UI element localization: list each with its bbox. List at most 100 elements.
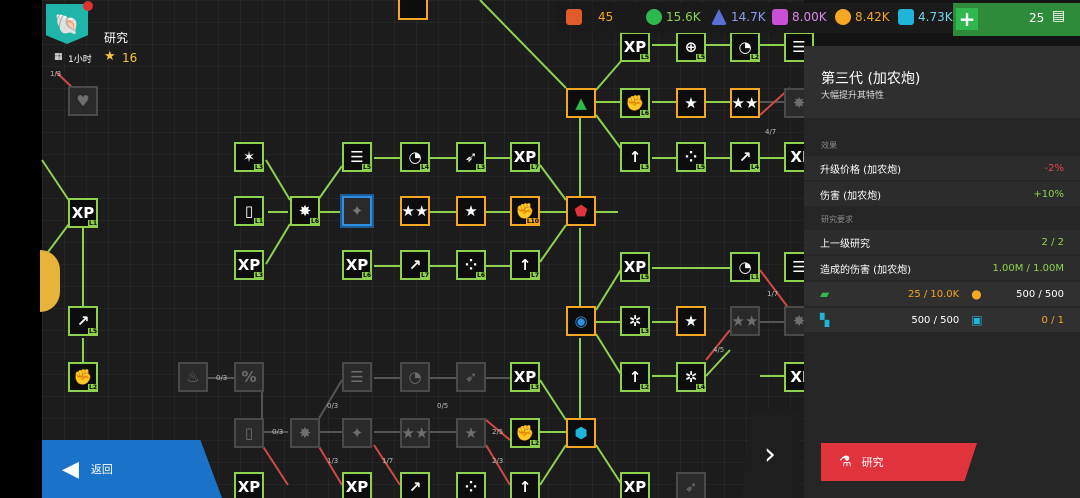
research-node-third-generation[interactable]: ✦ [342,196,372,226]
progress-label: 1/7 [767,290,779,298]
star-icon: ★ [104,49,116,64]
research-node-pierce[interactable]: ➶L3 [456,142,486,172]
progress-label: 0/3 [327,402,339,410]
research-node-network-2[interactable]: ⁘L5 [676,142,706,172]
research-node-splash-4[interactable]: ✸ [290,418,320,448]
research-node-star-2[interactable]: ★ [676,88,706,118]
research-node-arrow-up[interactable]: ↑L7 [510,250,540,280]
research-node-freeze[interactable]: ✲L3 [620,306,650,336]
effect-row: 升级价格 (加农炮)-2% [804,156,1080,180]
research-node-star-locked[interactable]: ★ [456,418,486,448]
research-detail-panel: 第三代 (加农炮) 大幅提升其特性 效果 升级价格 (加农炮)-2% 伤害 (加… [804,46,1080,498]
token-resource: 45 [566,9,613,25]
research-node-pierce-2[interactable]: ➶ [456,362,486,392]
research-button[interactable]: ⚗ 研究 [821,443,977,481]
chevron-left-icon: ◀ [62,456,79,482]
research-node-two-star-locked[interactable]: ★★ [730,306,760,336]
research-node-xp-max-5[interactable]: XP [620,472,650,498]
gems-icon: ▤ [1052,8,1066,24]
progress-label: 4/7 [765,128,777,136]
research-node-two-star-locked-2[interactable]: ★★ [400,418,430,448]
research-button-label: 研究 [861,456,884,469]
research-node-pierce-3[interactable]: ➶ [676,472,706,498]
token-icon [566,9,582,25]
teal-resource-icon [898,9,914,25]
notification-dot [83,1,93,11]
timer-icon: ▦ [54,52,63,62]
research-node-splash[interactable]: ✸L6 [290,196,320,226]
add-gems-button[interactable]: + [956,7,978,31]
green-resource-icon [646,9,662,25]
progress-label: 4/5 [713,346,725,354]
requirements-header: 研究要求 [821,215,853,224]
research-node-star-3[interactable]: ★ [676,306,706,336]
research-node-list-4[interactable]: ☰ [342,362,372,392]
blue-resource: 14.7K [711,9,766,25]
research-node-arrow-up-4[interactable]: ↑ [510,472,540,498]
research-node-pie-3[interactable]: ◔L1 [730,252,760,282]
research-node-fire[interactable]: ♨ [178,362,208,392]
research-logo-icon: 🐚 [46,4,88,44]
research-node-freeze-2[interactable]: ✲L4 [676,362,706,392]
progress-label: 1/7 [382,457,394,465]
research-node-core-cyan[interactable]: ⬢ [566,418,596,448]
research-node-aim-3[interactable]: ↗L4 [730,142,760,172]
research-icon: ⚗ [839,454,852,470]
research-node-list[interactable]: ☰L5 [342,142,372,172]
progress-label: 1/3 [50,70,62,78]
effect-row: 伤害 (加农炮)+10% [804,182,1080,206]
panel-title: 第三代 (加农炮) [821,71,921,87]
research-node-cup[interactable]: ▯L1 [234,196,264,226]
research-node-fist-2[interactable]: ✊L6 [620,88,650,118]
research-node-pie-4[interactable]: ◔ [400,362,430,392]
research-node-top-gold[interactable] [398,0,428,20]
research-node-percent-fire[interactable]: % [234,362,264,392]
research-node-two-star-2[interactable]: ★★ [730,88,760,118]
back-button[interactable]: ◀ 返回 [42,440,222,498]
gold-medal-icon [40,250,60,312]
blue-resource-icon [711,9,727,25]
research-node-pie-2[interactable]: ◔L2 [730,32,760,62]
research-node-network[interactable]: ⁘L6 [456,250,486,280]
research-node-fist-3[interactable]: ✊L2 [510,418,540,448]
research-node-aim[interactable]: ↗L5 [68,306,98,336]
research-node-star[interactable]: ★ [456,196,486,226]
research-node-arrow-up-2[interactable]: ↑L3 [620,142,650,172]
chevron-right-icon: › [764,436,776,472]
gems-count: 25 [1029,11,1045,25]
research-node-cup-xp[interactable]: ▯ [234,418,264,448]
back-button-label: 返回 [90,463,113,476]
research-node-stars-locked[interactable]: ✦ [342,418,372,448]
research-node-power[interactable]: ✊L2 [68,362,98,392]
research-node-aim-4[interactable]: ↗ [400,472,430,498]
research-node-fist[interactable]: ✊L10 [510,196,540,226]
purple-resource-icon [772,9,788,25]
research-node-health[interactable]: ♥ [68,86,98,116]
purple-resource: 8.00K [772,9,827,25]
next-page-button[interactable]: › [741,410,799,498]
research-node-xp-plus[interactable]: XP [234,472,264,498]
progress-label: 0/3 [272,428,284,436]
research-node-pie[interactable]: ◔L4 [400,142,430,172]
research-node-two-star[interactable]: ★★ [400,196,430,226]
green-resource-icon: ▰ [820,287,830,301]
teal-resource-icon: ▚ [820,313,830,327]
research-tree-canvas[interactable] [42,0,804,498]
research-node-burst[interactable]: ✶L3 [234,142,264,172]
research-node-core-blue[interactable]: ◉ [566,306,596,336]
research-node-xp-4[interactable]: XP [342,472,372,498]
research-node-aim-2[interactable]: ↗L7 [400,250,430,280]
research-node-network-3[interactable]: ⁘ [456,472,486,498]
research-node-target[interactable]: ⊕L5 [676,32,706,62]
research-node-core-red[interactable]: ⬟ [566,196,596,226]
orange-resource-icon: ● [971,287,982,301]
research-node-core-green[interactable]: ▲ [566,88,596,118]
research-node-arrow-up-3[interactable]: ↑L2 [620,362,650,392]
